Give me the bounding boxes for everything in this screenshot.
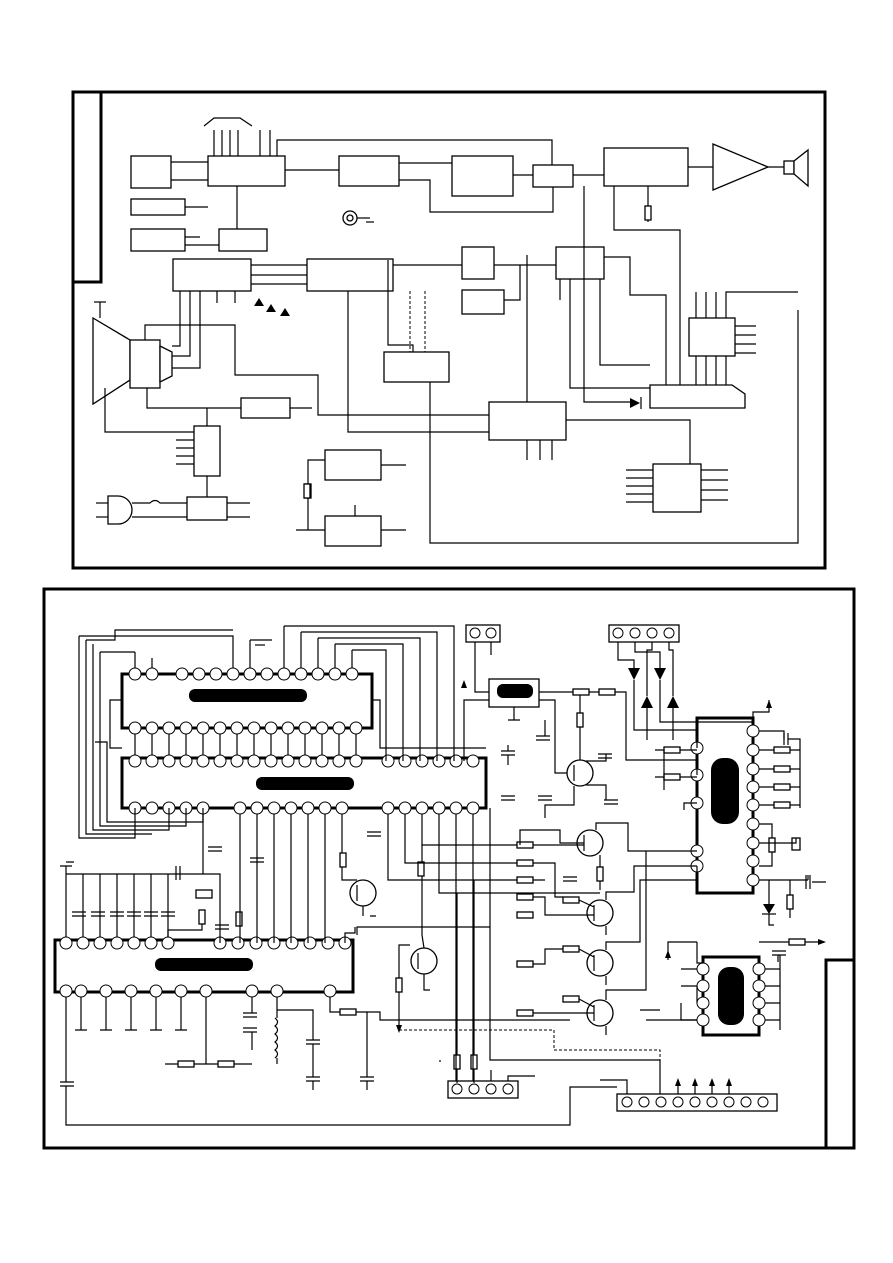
block-tuner-small [130,198,186,216]
block-scart [555,246,605,280]
resistor-icon [177,483,806,1070]
block-audio-proc [603,147,689,187]
ic-1-label [189,689,307,702]
schematic-arrows [396,680,826,1086]
block-diagram-frame [71,90,827,570]
speaker-icon [783,148,809,188]
block-fbt [193,425,221,477]
ic-4-pins [690,724,760,887]
ic-2-label [256,777,354,790]
block-micro [688,317,736,357]
block-eeprom [488,401,567,441]
transistor-icon [349,759,614,1027]
block-deflection [172,258,252,292]
schematic-wire-dashed [399,1029,661,1094]
block-switch [186,496,228,521]
block-aux-ic [652,463,702,513]
block-saw [338,155,400,187]
schematic-side-tab [824,958,856,1150]
amplifier-triangle-icon [712,143,770,191]
block-diagram-side-tab [71,90,103,284]
block-diagram [71,90,827,570]
crt-tube-icon [92,301,173,406]
connector-icon [447,624,778,1112]
ic-4-label [711,758,739,824]
crystal-icon [195,889,213,899]
crystal-module-label [497,684,533,698]
schematic-wires [60,625,826,1126]
block-tuner [130,155,172,189]
mains-plug-icon [96,495,187,525]
circuit-schematic [42,483,856,1150]
block-hout [240,397,291,419]
block-psu-b [324,515,382,547]
schematic-diodes [628,668,776,915]
block-small-b [461,289,505,315]
block-teletext [383,351,450,383]
antenna-input-icon [342,210,374,226]
ic-5-label [718,967,744,1025]
block-wires [104,117,799,544]
block-rgb-proc [306,258,394,292]
ic-2-pins [128,754,480,815]
diode-icon [254,298,642,409]
ic-5 [701,955,761,1037]
block-sound-switch [532,164,574,188]
block-psu-a [324,449,382,481]
block-resistor [644,205,652,221]
ic-1-pins [128,667,363,735]
block-if [207,155,286,187]
ic-3-label [155,958,253,971]
block-connector-strip [649,384,746,409]
block-ir [218,228,268,252]
block-wire-dashed [409,291,426,352]
block-small-a [461,246,495,280]
block-keyboard [130,228,186,252]
block-video [451,155,514,197]
coil-icon [274,1017,279,1059]
schematic-frame [42,587,856,1150]
